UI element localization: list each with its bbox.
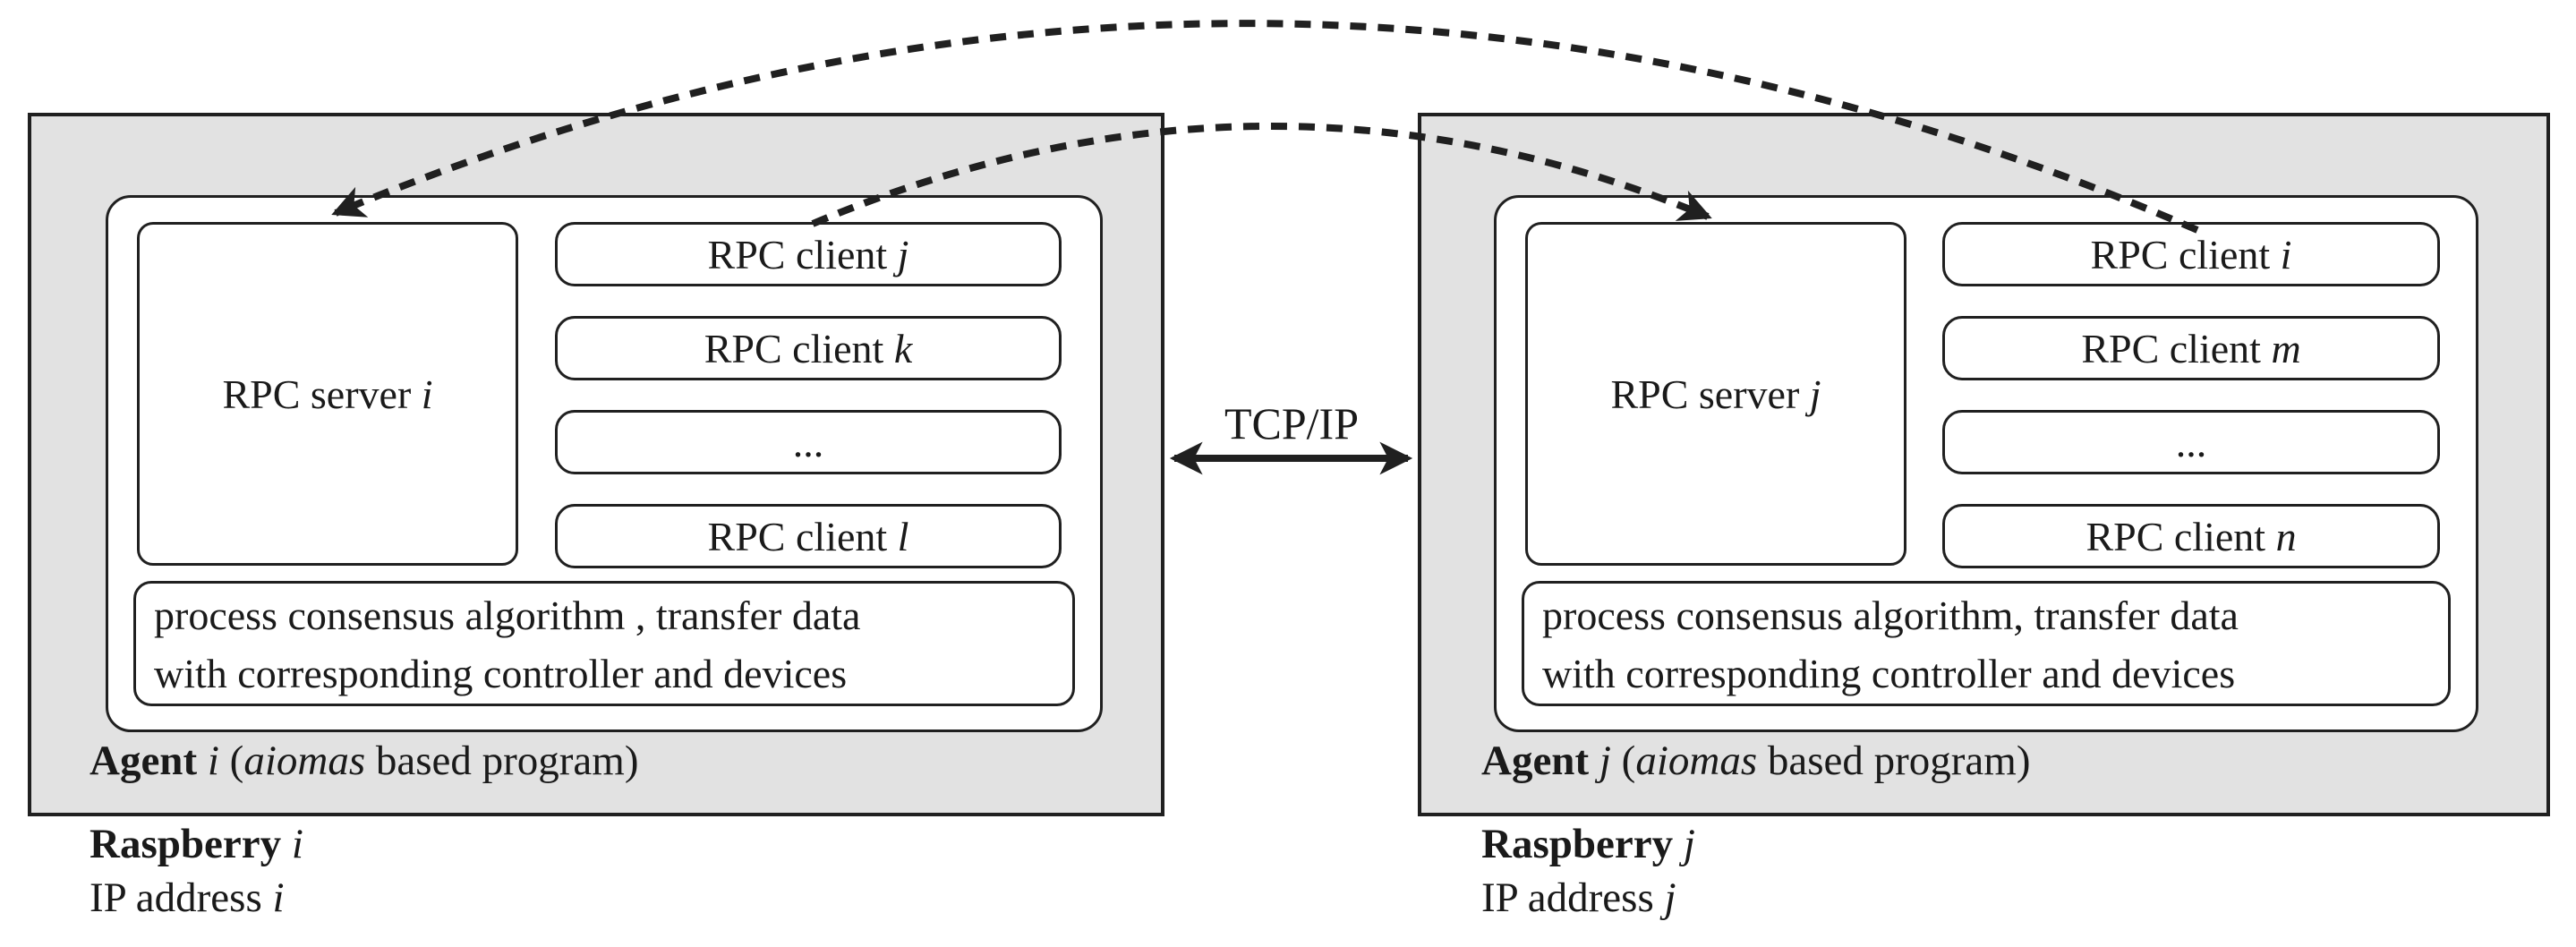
- rpc-client-box: RPC client j: [555, 222, 1062, 286]
- process-note-line: with corresponding controller and device…: [1542, 651, 2236, 696]
- rpc-client-ellipsis-box: ...: [1942, 410, 2440, 474]
- process-note-line: process consensus algorithm , transfer d…: [154, 593, 861, 638]
- agent-j-program-container: RPC server j RPC client i RPC client m .…: [1494, 195, 2478, 732]
- raspberry-i-label: Raspberry i: [90, 821, 303, 867]
- rpc-client-box: RPC client k: [555, 316, 1062, 380]
- rpc-client-box: RPC client l: [555, 504, 1062, 568]
- agent-i-caption: Agent i (aiomas based program): [90, 738, 639, 784]
- rpc-client-box: RPC client i: [1942, 222, 2440, 286]
- rpc-server-j-box: RPC server j: [1525, 222, 1906, 566]
- raspberry-j-label: Raspberry j: [1481, 821, 1695, 867]
- process-note-line: with corresponding controller and device…: [154, 651, 848, 696]
- raspberry-i-panel: RPC server i RPC client j RPC client k .…: [28, 113, 1164, 816]
- process-note-line: process consensus algorithm, transfer da…: [1542, 593, 2239, 638]
- ip-address-i-label: IP address i: [90, 874, 285, 921]
- agent-i-program-container: RPC server i RPC client j RPC client k .…: [106, 195, 1103, 732]
- rpc-client-list-j: RPC client i RPC client m ... RPC client…: [1942, 222, 2440, 568]
- raspberry-j-panel: RPC server j RPC client i RPC client m .…: [1418, 113, 2550, 816]
- agent-j-caption: Agent j (aiomas based program): [1481, 738, 2031, 784]
- rpc-client-box: RPC client m: [1942, 316, 2440, 380]
- rpc-client-ellipsis-box: ...: [555, 410, 1062, 474]
- rpc-server-i-box: RPC server i: [137, 222, 518, 566]
- rpc-client-list-i: RPC client j RPC client k ... RPC client…: [555, 222, 1062, 568]
- rpc-server-i-label: RPC server i: [222, 371, 433, 417]
- tcp-ip-label: TCP/IP: [1224, 398, 1360, 448]
- ip-address-j-label: IP address j: [1481, 874, 1676, 921]
- process-note-box-j: process consensus algorithm, transfer da…: [1522, 581, 2451, 706]
- rpc-client-box: RPC client n: [1942, 504, 2440, 568]
- process-note-box-i: process consensus algorithm , transfer d…: [133, 581, 1075, 706]
- rpc-server-j-label: RPC server j: [1610, 371, 1821, 417]
